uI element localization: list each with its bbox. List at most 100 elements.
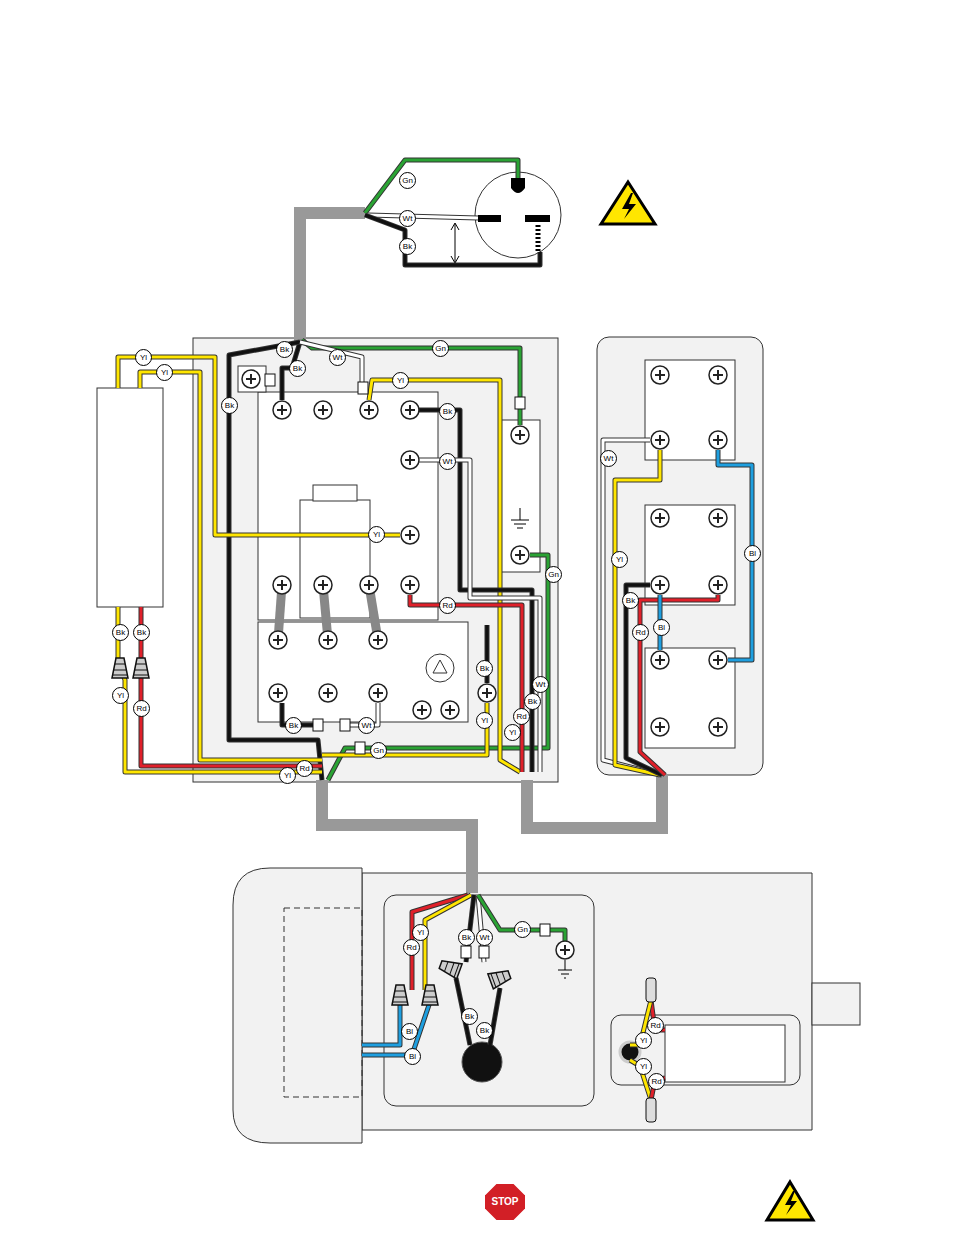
- terminal-screw: [413, 701, 431, 719]
- wire-outline: [626, 585, 662, 775]
- switch-block: [645, 505, 735, 605]
- screw-slot: [655, 722, 665, 732]
- plug-blade: [525, 215, 550, 222]
- wire-outline: [365, 160, 518, 213]
- wire-color-tag: Rd: [513, 708, 530, 725]
- screw-slot: [405, 580, 415, 590]
- wire: [229, 342, 322, 780]
- wire-ferrule: [540, 924, 550, 936]
- wire-outline: [118, 357, 400, 535]
- wire-ferrule: [265, 374, 275, 386]
- terminal-screw: [651, 509, 669, 527]
- wire-color-tag: Wt: [329, 349, 346, 366]
- terminal-screw: [369, 631, 387, 649]
- terminal-screw: [651, 366, 669, 384]
- ground-bar: [500, 420, 540, 572]
- overload-dial-mark: [433, 660, 447, 673]
- terminal-screw: [242, 370, 260, 388]
- wire: [300, 342, 362, 388]
- terminal-screw: [401, 451, 419, 469]
- cable-hole: [462, 1042, 502, 1082]
- overload-relay: [258, 622, 468, 722]
- wire: [140, 372, 322, 760]
- wire-outline: [365, 215, 540, 265]
- wire-color-tag: Bk: [439, 403, 456, 420]
- wire-outline: [229, 342, 322, 780]
- wire-nut-ribs: [113, 664, 127, 675]
- wire-color-tag: Yl: [279, 767, 296, 784]
- wire-color-tag: Wt: [476, 929, 493, 946]
- wire-plug: [646, 1098, 656, 1122]
- ground-symbol: [511, 508, 529, 528]
- screw-slot: [364, 580, 374, 590]
- switch-block: [645, 648, 735, 748]
- terminal-screw: [651, 576, 669, 594]
- wire-color-tag: Rd: [439, 597, 456, 614]
- wire-nut-body: [112, 658, 128, 678]
- screw-slot: [655, 435, 665, 445]
- wire-nut-ribs: [423, 991, 437, 1002]
- switch-box: [597, 337, 763, 775]
- terminal-screw: [651, 651, 669, 669]
- wire: [640, 595, 718, 775]
- wire-plug: [646, 978, 656, 1002]
- wire-color-tag: Gn: [545, 566, 562, 583]
- terminal-screw: [314, 401, 332, 419]
- wire-color-tag: Yl: [135, 349, 152, 366]
- wire-nut: [112, 658, 128, 678]
- wire: [362, 1002, 430, 1055]
- motor-cord: [322, 780, 472, 893]
- terminal-screw: [273, 576, 291, 594]
- terminal-screw: [319, 631, 337, 649]
- wire: [490, 988, 500, 1045]
- motor-body: [362, 873, 812, 1130]
- screw-slot: [713, 370, 723, 380]
- screw-slot: [373, 688, 383, 698]
- warning-triangle: [601, 182, 655, 224]
- screw-slot: [655, 655, 665, 665]
- screw-slot: [318, 405, 328, 415]
- control-box: [193, 338, 558, 782]
- wire-color-tag: Rd: [648, 1073, 665, 1090]
- wire-color-tag: Wt: [358, 717, 375, 734]
- terminal-screw: [360, 401, 378, 419]
- wire-outline: [410, 595, 522, 772]
- capacitor-cover: [611, 1015, 800, 1085]
- screw-slot: [655, 370, 665, 380]
- wire-color-tag: Bl: [401, 1023, 418, 1040]
- wire-color-tag: Gn: [514, 921, 531, 938]
- switch-cord: [527, 775, 662, 828]
- wire-color-tag: Wt: [439, 453, 456, 470]
- wire-color-tag: Bk: [133, 624, 150, 641]
- wire-nut-body: [422, 985, 438, 1005]
- aux-block: [238, 366, 266, 392]
- terminal-screw: [709, 651, 727, 669]
- screw-slot: [482, 688, 492, 698]
- wire-outline: [640, 595, 718, 775]
- terminal-screw: [709, 718, 727, 736]
- wire-nut-body: [438, 957, 462, 979]
- terminal-screw: [709, 576, 727, 594]
- screw-slot: [405, 405, 415, 415]
- wire-outline: [362, 1002, 430, 1055]
- wire: [365, 215, 540, 265]
- terminal-screw: [709, 431, 727, 449]
- wire-color-tag: Bk: [399, 238, 416, 255]
- wire-color-tag: Wt: [532, 676, 549, 693]
- motor-fan-cover: [233, 868, 362, 1143]
- screw-slot: [515, 430, 525, 440]
- wire-ferrule: [515, 397, 525, 409]
- screw-slot: [445, 705, 455, 715]
- terminal-screw: [269, 684, 287, 702]
- wire: [322, 703, 487, 755]
- stop-sign: [484, 1183, 526, 1221]
- wire: [418, 410, 532, 772]
- wire-ferrule: [340, 719, 350, 731]
- motor-hidden-part: [284, 908, 362, 1097]
- terminal-screw: [511, 426, 529, 444]
- wire-nut-ribs: [393, 991, 407, 1002]
- wire-outline: [368, 215, 478, 218]
- screw-slot: [713, 722, 723, 732]
